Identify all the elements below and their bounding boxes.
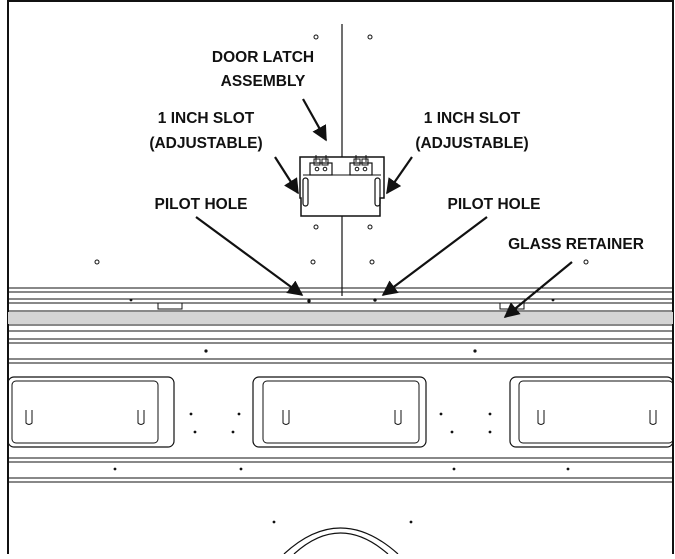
pocket-right <box>509 376 674 448</box>
bottom-round-opening <box>283 527 399 555</box>
panel-hole <box>313 34 319 40</box>
panel-hole <box>367 34 373 40</box>
glass-retainer <box>8 312 673 324</box>
panel-hole <box>367 224 373 230</box>
label-door-latch-line1: DOOR LATCH <box>212 49 314 66</box>
pocket-left <box>7 376 175 448</box>
rail-dots-lower <box>113 467 570 524</box>
label-pilot-hole-right: PILOT HOLE <box>448 196 541 213</box>
arrow-glass-retainer <box>503 261 573 318</box>
arrow-pilot-right <box>381 216 488 296</box>
glass-retainer-rail <box>8 287 673 332</box>
pocket-center <box>252 376 427 448</box>
panel-hole <box>310 259 316 265</box>
adjustable-slot-left <box>302 177 309 207</box>
pocket-dots <box>189 412 492 434</box>
label-slot-right-line2: (ADJUSTABLE) <box>415 135 528 152</box>
label-pilot-hole-left: PILOT HOLE <box>155 196 248 213</box>
adjustable-slot-right <box>374 177 381 207</box>
panel-hole <box>583 259 589 265</box>
label-slot-left-line2: (ADJUSTABLE) <box>149 135 262 152</box>
label-door-latch-line2: ASSEMBLY <box>221 73 306 90</box>
door-latch-assembly <box>299 155 385 217</box>
arrow-door-latch <box>302 98 327 142</box>
door-frame <box>7 0 674 554</box>
panel-hole <box>313 224 319 230</box>
label-glass-retainer: GLASS RETAINER <box>508 236 644 253</box>
label-slot-left-line1: 1 INCH SLOT <box>158 110 255 127</box>
middle-rails <box>8 338 673 364</box>
callout-arrows <box>195 98 573 318</box>
rail-dots-middle <box>204 349 477 353</box>
pilot-hole-left-dot <box>307 299 311 303</box>
label-slot-right-line1: 1 INCH SLOT <box>424 110 521 127</box>
lower-rails <box>8 457 673 483</box>
rail-holes <box>129 298 555 303</box>
arrow-slot-left <box>274 156 299 195</box>
panel-holes-upper <box>94 34 589 265</box>
arrow-pilot-left <box>195 216 304 296</box>
arrow-slot-right <box>386 156 413 195</box>
pilot-hole-right-dot <box>373 298 377 302</box>
panel-hole <box>94 259 100 265</box>
panel-hole <box>369 259 375 265</box>
